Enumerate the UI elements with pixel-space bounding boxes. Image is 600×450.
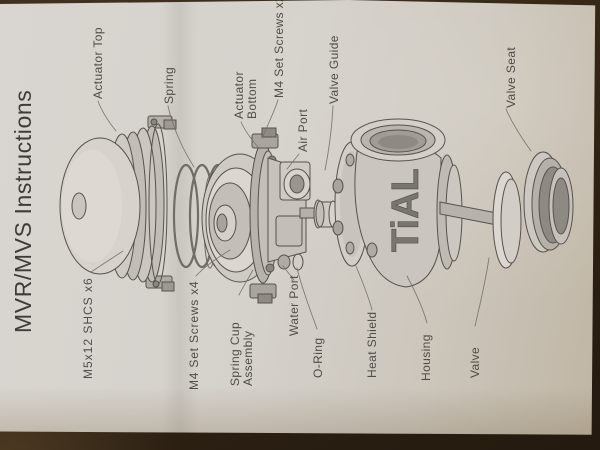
set-screw [261, 127, 277, 138]
leader-o-ring [296, 267, 318, 330]
label-o-ring: O-Ring [311, 337, 325, 378]
housing-logo: TiAL [385, 168, 427, 252]
label-m4-set-screws-x2: M4 Set Screws x2 [272, 0, 286, 98]
actuator-top-part [59, 115, 177, 292]
label-air-port: Air Port [296, 108, 310, 152]
leader-m4-set-screws-x2 [261, 99, 279, 139]
leader-m5x12-shcs-x6 [90, 250, 124, 273]
water-port-boss [277, 254, 291, 270]
leader-water-port [282, 265, 295, 281]
leader-valve-seat [505, 108, 532, 152]
label-m4-set-screws-x4: M4 Set Screws x4 [187, 280, 201, 391]
leader-heat-shield [355, 265, 373, 311]
shcs-screw [163, 119, 177, 130]
o-ring-part [292, 253, 304, 271]
leader-spring [167, 105, 195, 168]
shcs-screw [161, 281, 175, 292]
label-valve-seat: Valve Seat [504, 46, 518, 108]
valve-seat-part [523, 151, 574, 253]
label-valve-guide: Valve Guide [327, 35, 341, 104]
set-screw [257, 293, 273, 304]
leader-actuator-bottom [240, 121, 259, 148]
leader-actuator-top [97, 100, 117, 132]
label-valve: Valve [468, 346, 482, 378]
leader-lines [90, 99, 532, 330]
set-screw [265, 263, 275, 273]
label-m5x12-shcs-x6: M5x12 SHCS x6 [81, 277, 95, 379]
leader-m4-set-screws-x4 [195, 249, 231, 277]
leader-air-port [286, 153, 300, 170]
leader-valve [474, 257, 490, 327]
label-housing: Housing [419, 334, 433, 381]
leader-housing [406, 275, 428, 324]
valve-part [492, 171, 522, 269]
label-spring: Spring [162, 66, 176, 104]
label-actuator-bottom: Actuator Bottom [232, 71, 259, 119]
label-spring-cup-assembly: Spring Cup Assembly [228, 321, 255, 386]
label-actuator-top: Actuator Top [91, 27, 105, 99]
leader-valve-guide [324, 105, 334, 171]
label-heat-shield: Heat Shield [365, 311, 379, 378]
leader-spring-cup-assembly [238, 269, 254, 296]
spring-cup-assembly-part [201, 127, 311, 304]
label-water-port: Water Port [287, 275, 301, 336]
